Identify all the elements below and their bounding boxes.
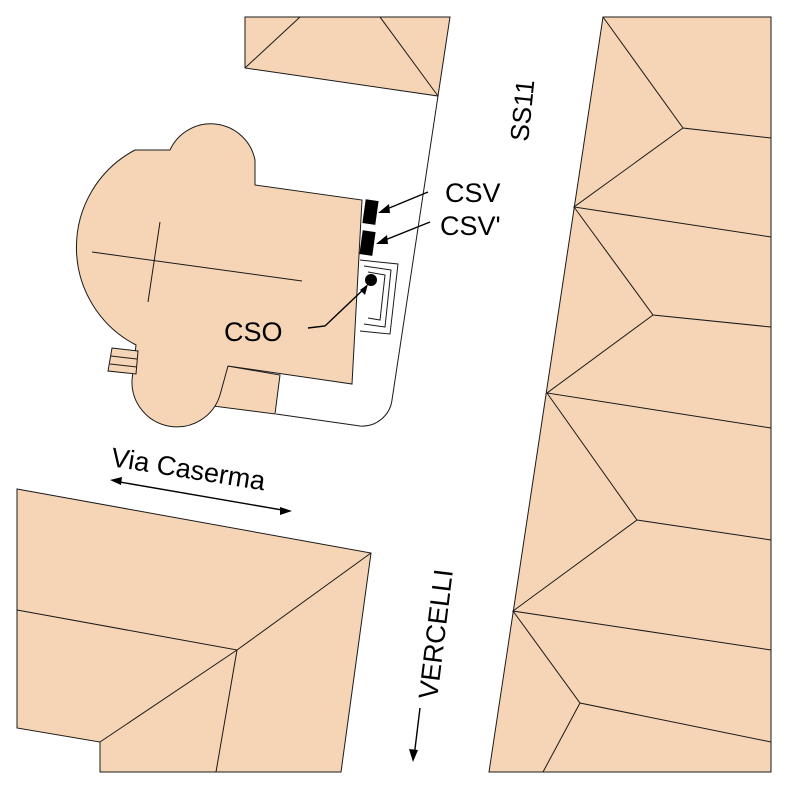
cso-marker [365,274,377,286]
leader-cso [307,284,368,329]
building-bottom-left [16,488,372,773]
label-cso: CSO [224,317,283,347]
street-label-vercelli: VERCELLI [413,567,459,700]
csv-marker [362,199,379,225]
street-label-ss11: SS11 [504,78,540,142]
church-steps [107,347,139,375]
church-building [75,95,439,428]
sample-structure [359,259,399,335]
vercelli-arrow [409,707,421,762]
leader-csv-prime [376,221,431,244]
label-csv: CSV [445,178,501,208]
building-top-left [244,16,451,97]
csv-prime-marker [359,230,376,256]
label-csv-prime: CSV' [440,211,501,241]
leader-csv [378,191,429,213]
street-label-via-caserma: Via Caserma [109,442,268,496]
building-row-right [488,16,772,773]
via-caserma-arrow [110,477,292,515]
